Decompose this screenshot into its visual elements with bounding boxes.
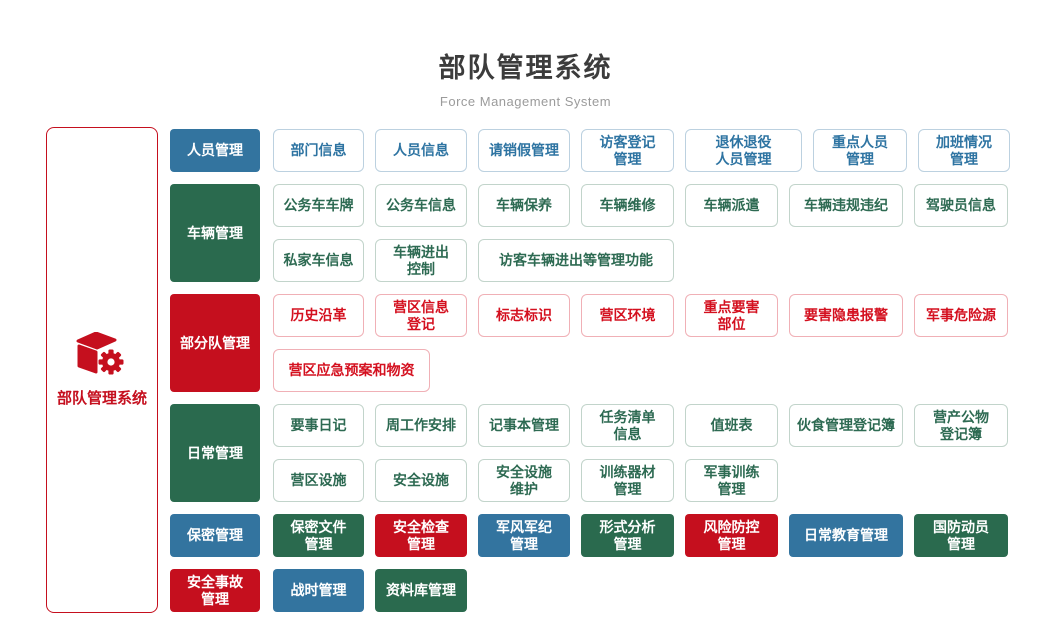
groups: 人员管理部门信息人员信息请销假管理访客登记 管理退休退役 人员管理重点人员 管理… [170,129,1010,612]
module-box: 营区信息 登记 [375,294,467,337]
group-daily: 日常管理要事日记周工作安排记事本管理任务清单 信息值班表伙食管理登记簿营产公物 … [170,404,1010,502]
module-box: 安全设施 [375,459,467,502]
module-box: 私家车信息 [273,239,364,282]
root-system-box: 部队管理系统 [46,127,158,613]
module-box: 伙食管理登记簿 [789,404,903,447]
module-box: 加班情况 管理 [918,129,1010,172]
module-box: 保密文件 管理 [273,514,364,557]
module-box: 安全设施 维护 [478,459,570,502]
module-box: 值班表 [685,404,778,447]
module-box: 风险防控 管理 [685,514,778,557]
module-box: 重点要害 部位 [685,294,778,337]
module-box: 军事训练 管理 [685,459,778,502]
module-box: 军风军纪 管理 [478,514,570,557]
module-box: 车辆维修 [581,184,674,227]
page-title: 部队管理系统 [438,53,613,83]
module-box: 驾驶员信息 [914,184,1008,227]
module-box: 请销假管理 [478,129,570,172]
category-subunit: 部分队管理 [170,294,260,392]
category-secrecy: 保密管理 [170,514,260,557]
module-box: 退休退役 人员管理 [685,129,802,172]
module-box: 营区设施 [273,459,364,502]
group-vehicle: 车辆管理公务车车牌公务车信息车辆保养车辆维修车辆派遣车辆违规违纪驾驶员信息私家车… [170,184,1010,282]
header: 部队管理系统 Force Management System [0,0,1051,109]
root-system-label: 部队管理系统 [56,390,147,407]
group-secrecy: 保密管理保密文件 管理安全检查 管理军风军纪 管理形式分析 管理风险防控 管理日… [170,514,1010,557]
module-box: 形式分析 管理 [581,514,674,557]
page-subtitle: Force Management System [439,94,612,109]
category-personnel: 人员管理 [170,129,260,172]
module-box: 任务清单 信息 [581,404,674,447]
group-safety-accident: 安全事故 管理战时管理资料库管理 [170,569,1010,612]
module-box: 公务车信息 [375,184,467,227]
module-box: 车辆保养 [478,184,570,227]
module-box: 部门信息 [273,129,364,172]
module-box: 重点人员 管理 [813,129,907,172]
module-box: 营产公物 登记簿 [914,404,1008,447]
module-box: 车辆派遣 [685,184,778,227]
module-box: 军事危险源 [914,294,1008,337]
module-box: 车辆进出 控制 [375,239,467,282]
module-box: 日常教育管理 [789,514,903,557]
category-vehicle: 车辆管理 [170,184,260,282]
module-box: 国防动员 管理 [914,514,1008,557]
module-box: 历史沿革 [273,294,364,337]
module-box: 要事日记 [273,404,364,447]
module-box: 访客车辆进出等管理功能 [478,239,674,282]
module-box: 营区应急预案和物资 [273,349,430,392]
module-box: 要害隐患报警 [789,294,903,337]
category-daily: 日常管理 [170,404,260,502]
module-box: 人员信息 [375,129,467,172]
module-box: 营区环境 [581,294,674,337]
module-box: 访客登记 管理 [581,129,674,172]
module-box: 周工作安排 [375,404,467,447]
module-box: 资料库管理 [375,569,467,612]
module-box: 车辆违规违纪 [789,184,903,227]
module-box: 训练器材 管理 [581,459,674,502]
module-box: 标志标识 [478,294,570,337]
module-box: 安全检查 管理 [375,514,467,557]
group-personnel: 人员管理部门信息人员信息请销假管理访客登记 管理退休退役 人员管理重点人员 管理… [170,129,1010,172]
cube-gear-icon [76,332,124,375]
module-box: 公务车车牌 [273,184,364,227]
module-box: 战时管理 [273,569,364,612]
group-subunit: 部分队管理历史沿革营区信息 登记标志标识营区环境重点要害 部位要害隐患报警军事危… [170,294,1010,392]
module-box: 记事本管理 [478,404,570,447]
category-safety-accident: 安全事故 管理 [170,569,260,612]
